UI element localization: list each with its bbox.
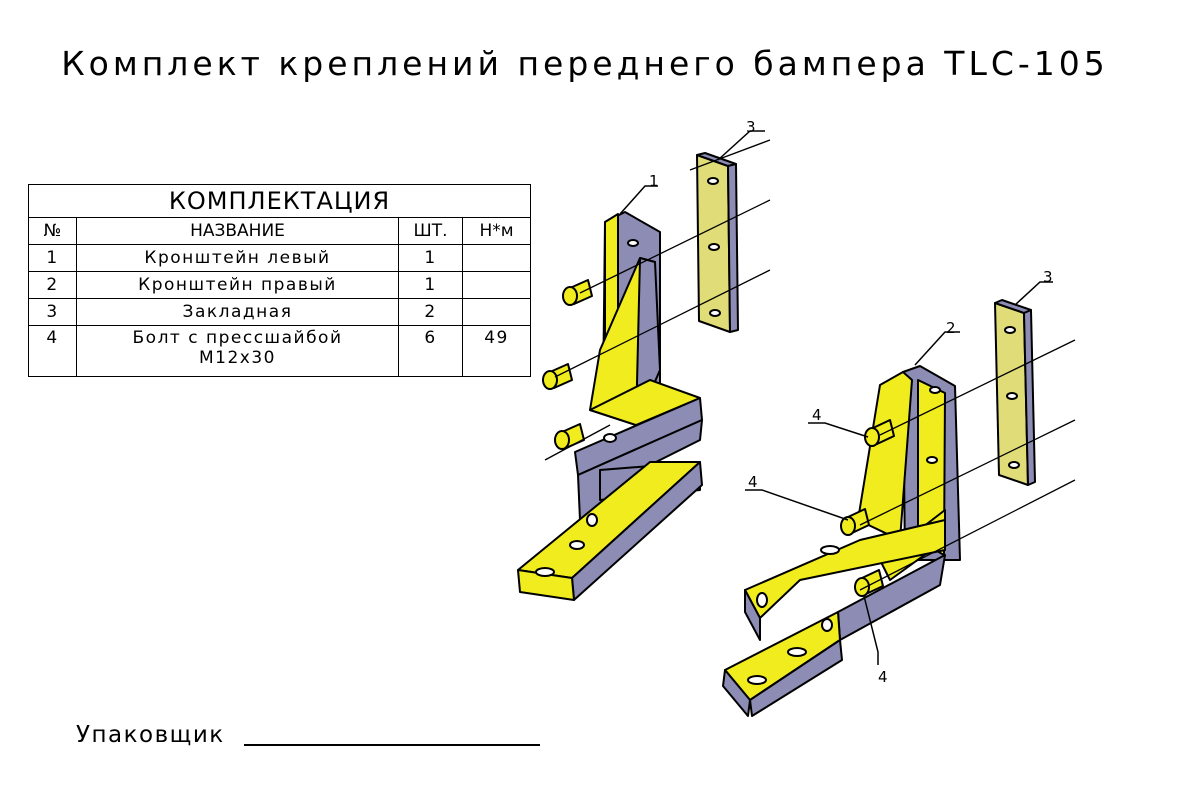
row-name-line-2: М12х30 [199,348,276,368]
callout-left-bracket: 1 [649,172,659,190]
page-title: Комплект креплений переднего бампера TLC… [61,44,1109,83]
row-qty: 2 [398,298,463,326]
right-mounting-plate [994,299,1036,486]
row-name: Кронштейн левый [76,244,399,272]
right-bracket [722,365,961,717]
kit-table: КОМПЛЕКТАЦИЯ № НАЗВАНИЕ ШТ. Н*м 1 Кроншт… [27,184,532,377]
row-name-line-1: Болт с прессшайбой [132,328,343,348]
callout-right-bracket: 2 [946,319,956,337]
callout-bolt-c: 4 [878,668,888,686]
right-bolt-top [864,419,895,447]
left-bolt-middle [542,363,573,390]
row-qty: 6 [398,325,463,377]
left-bracket [517,211,703,601]
row-name: Закладная [76,298,399,326]
kit-table-heading: КОМПЛЕКТАЦИЯ [27,184,532,218]
axis-lines [544,139,1076,591]
packer-label: Упаковщик [76,722,225,748]
row-torque: 49 [461,325,532,377]
callout-bolt-b: 4 [748,473,758,491]
column-header-name: НАЗВАНИЕ [76,217,399,245]
left-bolt-top [562,279,593,306]
row-number: 1 [28,244,77,272]
signature-line [244,744,540,746]
callout-bolt-a: 4 [812,406,822,424]
row-number: 4 [28,325,77,377]
left-mounting-plate [696,152,739,333]
right-bolt-bottom [854,569,884,597]
callout-right-plate: 3 [1043,268,1053,286]
callout-left-plate: 3 [746,118,756,136]
table-row: 4 Болт с прессшайбой М12х30 6 49 [28,325,532,377]
table-row: 2 Кронштейн правый 1 [28,271,532,299]
leader-lines [619,130,1053,665]
right-bolt-middle [840,508,870,536]
row-number: 2 [28,271,77,299]
column-header-torque: Н*м [461,217,532,245]
table-row: 1 Кронштейн левый 1 [28,244,532,272]
row-name: Болт с прессшайбой М12х30 [76,325,399,377]
left-bolt-bottom [554,423,585,450]
